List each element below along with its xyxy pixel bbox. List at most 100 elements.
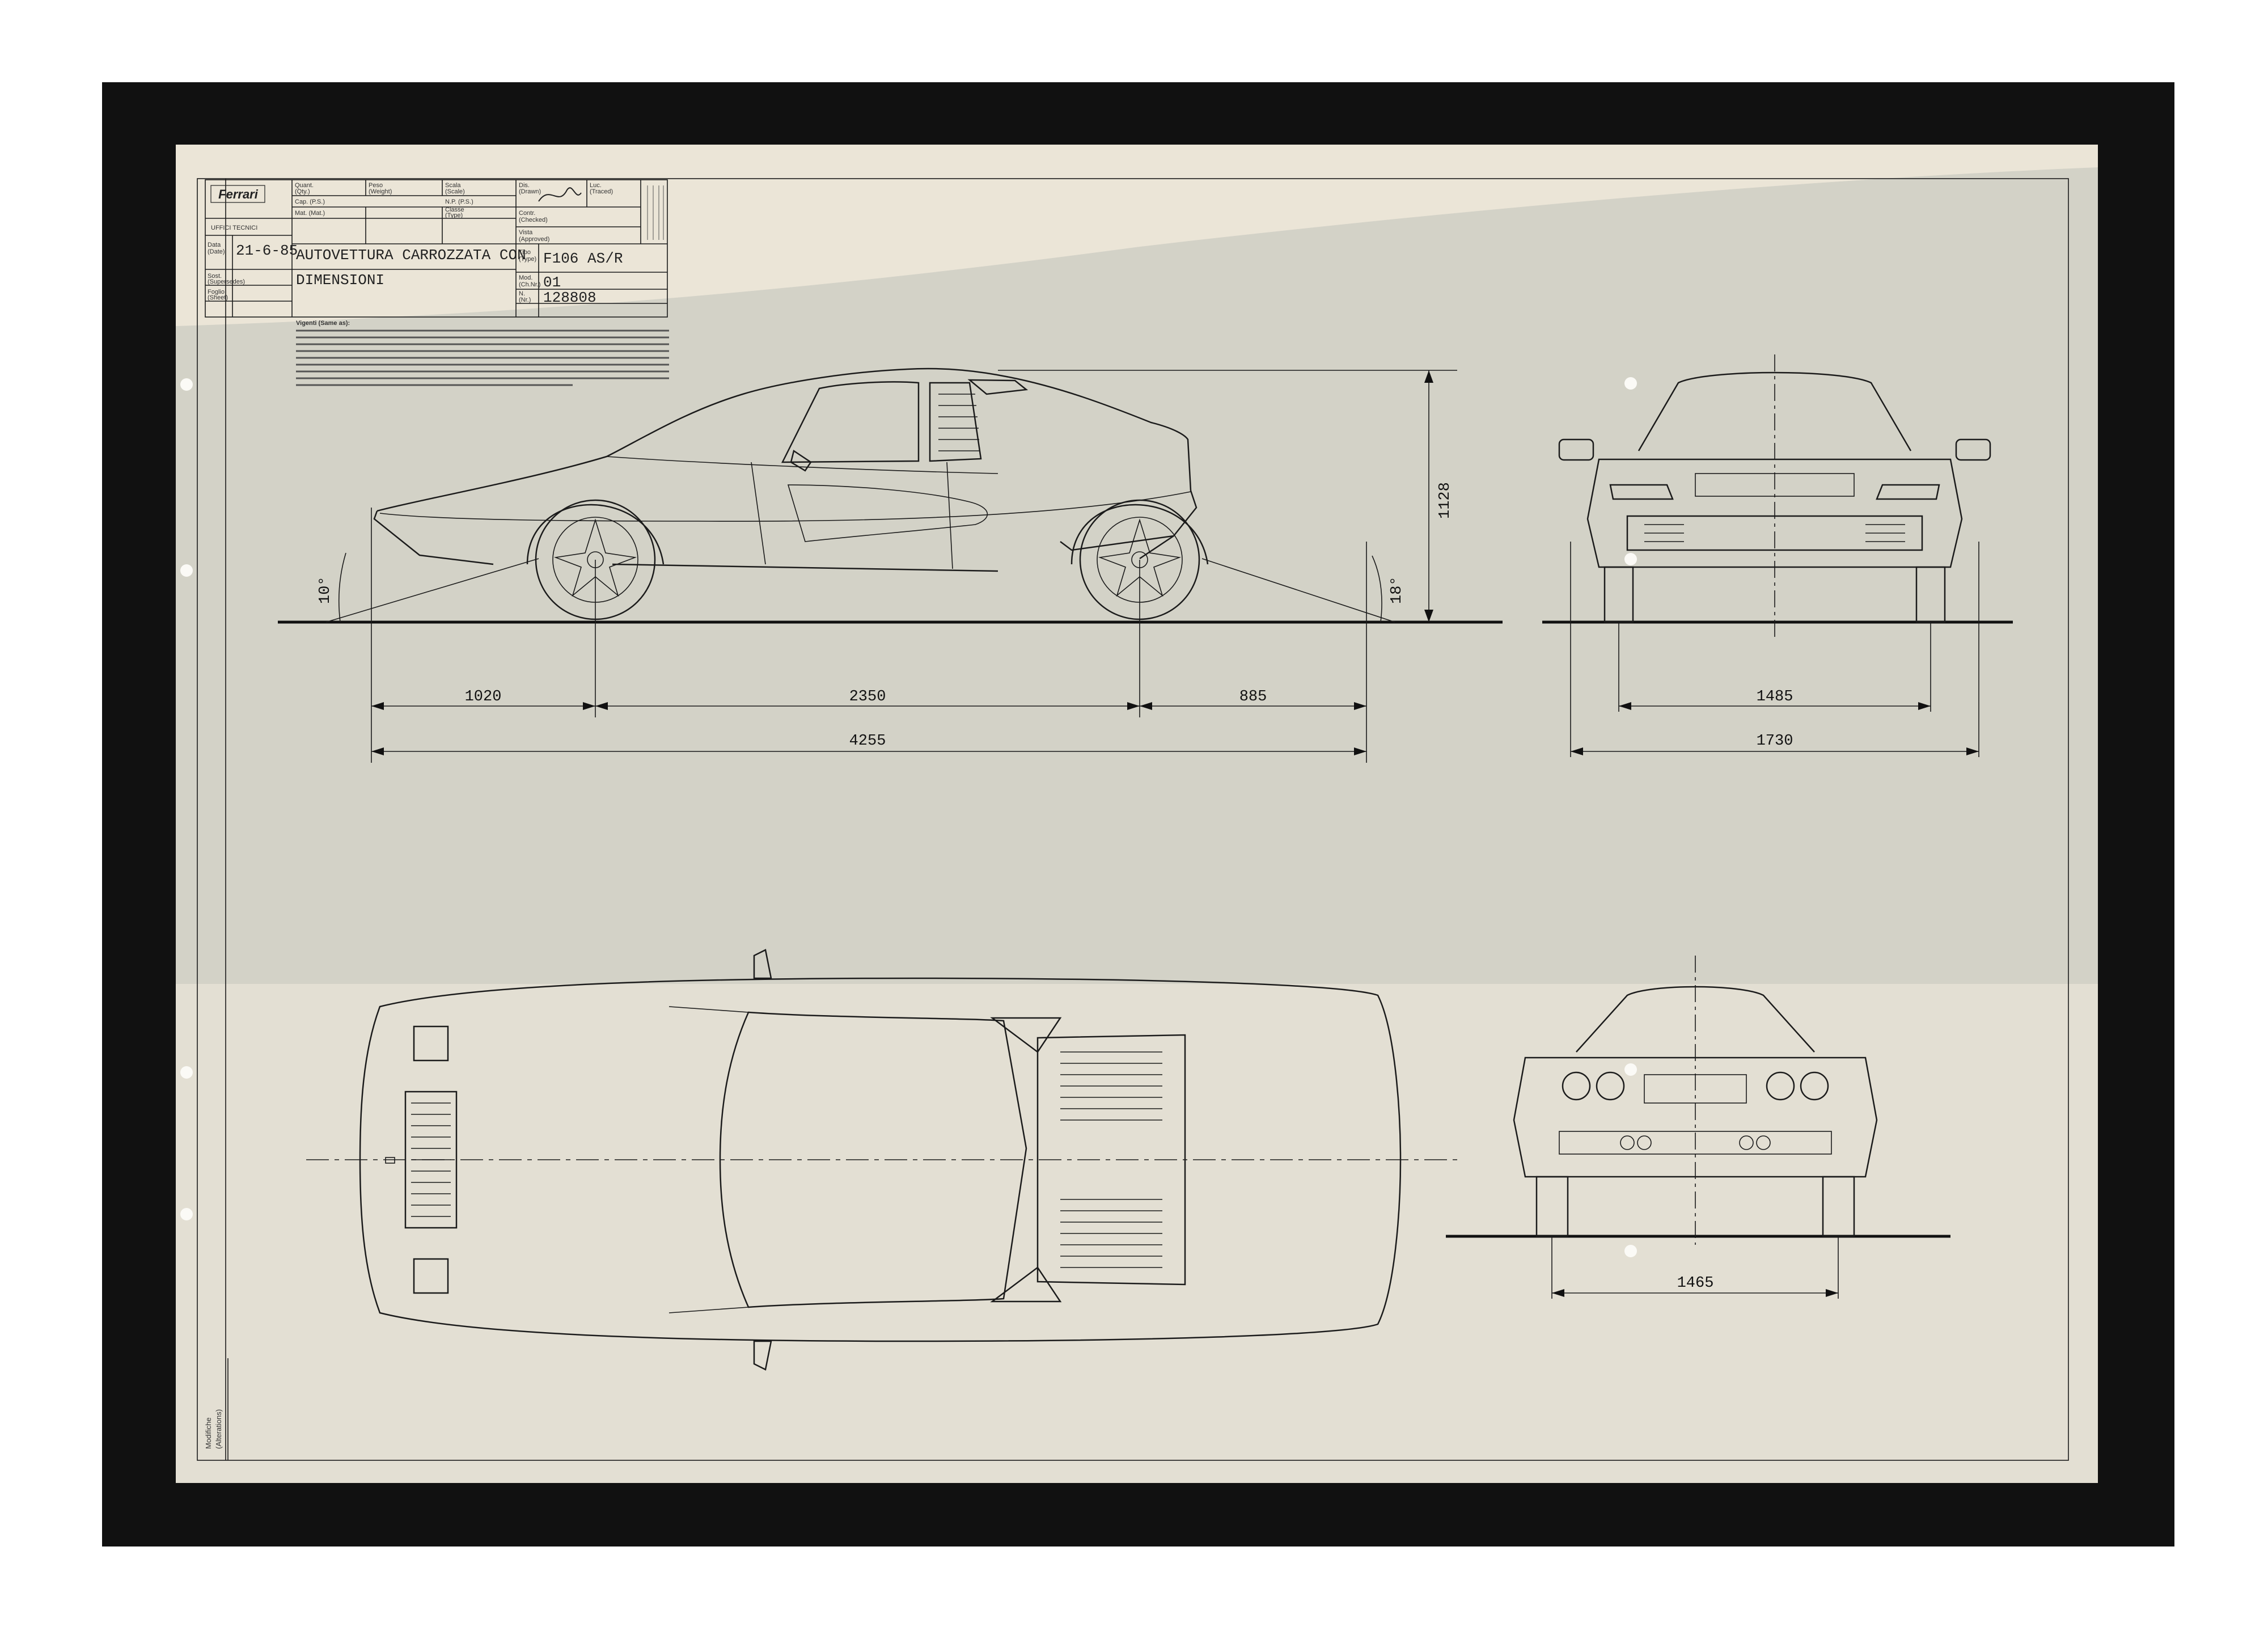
ferrari-logo-box: [210, 185, 265, 203]
front-right-headlight: [1876, 484, 1940, 500]
notes-header: Vigenti (Same as):: [296, 320, 350, 327]
side-louvre: [938, 394, 980, 451]
top-windshield-pillars: [668, 1006, 749, 1313]
rear-bumper: [1559, 1131, 1832, 1155]
rear-right-tire: [1822, 1176, 1855, 1237]
date-label: (Date): [208, 248, 225, 255]
mod-en-label: (Ch.Nr.): [519, 281, 541, 288]
front-overhang-value: 1020: [465, 688, 502, 705]
side-window: [781, 381, 920, 463]
front-right-tire: [1915, 566, 1946, 623]
punch-hole: [180, 1208, 193, 1220]
approach-angle-label: 10°: [317, 576, 334, 604]
rear-left-outer-taillight: [1562, 1071, 1591, 1101]
side-body-outline: [373, 367, 1198, 572]
sheet-border: [197, 178, 2069, 1461]
rear-left-exhaust-1: [1620, 1135, 1635, 1150]
top-cabin-roof: [719, 1011, 1027, 1308]
weight-label: (Weight): [369, 188, 392, 195]
supersedes-label: (Supersedes): [208, 278, 245, 285]
classe-label: Classe: [445, 206, 464, 213]
side-view: 10° 18° 1128 1020 2350 885 4255: [278, 367, 1503, 763]
front-track-value: 1485: [1757, 688, 1793, 705]
rear-overhang-value: 885: [1239, 688, 1267, 705]
departure-angle-label: 18°: [1389, 576, 1406, 604]
blueprint-sheet: Ferrari UFFICI TECNICI Quant. (Qty.) Pes…: [176, 145, 2098, 1483]
front-left-mirror: [1558, 438, 1594, 461]
front-wheel-arch: [526, 504, 665, 565]
fine-print-vertical: [647, 185, 664, 240]
front-hood-vent: [1695, 473, 1855, 497]
title-block: Ferrari UFFICI TECNICI Quant. (Qty.) Pes…: [205, 179, 668, 318]
approach-angle-line: [325, 558, 539, 623]
front-grille-slats: [1644, 524, 1905, 542]
front-right-mirror: [1955, 438, 1991, 461]
rear-right-exhaust-2: [1756, 1135, 1771, 1150]
top-engine-louvres-rear: [1060, 1199, 1162, 1268]
rear-plate-recess: [1644, 1074, 1747, 1104]
punch-hole: [1624, 1245, 1637, 1257]
ferrari-logo: Ferrari: [218, 187, 259, 201]
tipo-en-label: (Type): [519, 256, 536, 263]
side-door-lines: [751, 462, 953, 569]
department-label: UFFICI TECNICI: [211, 225, 257, 231]
wheelbase-value: 2350: [849, 688, 886, 705]
sheet-label: (Sheet): [208, 294, 228, 301]
front-left-headlight: [1609, 484, 1674, 500]
top-hood-vent: [404, 1091, 458, 1229]
type-value: F106 AS/R: [543, 250, 623, 267]
rear-left-tire: [1535, 1176, 1569, 1237]
overall-length-value: 4255: [849, 733, 886, 750]
mod-value: 01: [543, 274, 561, 291]
punch-hole: [1624, 553, 1637, 565]
top-engine-louvres-front: [1060, 1051, 1162, 1121]
front-bumper-grille: [1626, 515, 1923, 551]
overall-width-value: 1730: [1757, 733, 1793, 750]
data-label: Data: [208, 242, 221, 248]
cap-label: Cap. (P.S.): [295, 198, 325, 205]
foglio-label: Foglio: [208, 289, 225, 295]
rear-window: [1576, 986, 1815, 1053]
rear-left-exhaust-2: [1637, 1135, 1652, 1150]
punch-hole: [1624, 1063, 1637, 1076]
front-body: [1586, 458, 1963, 568]
number-value: 128808: [543, 289, 596, 306]
vista-label: Vista: [519, 229, 533, 236]
top-left-side-intake: [990, 1017, 1062, 1053]
top-left-headlight-pod: [413, 1025, 449, 1062]
notes-block: Vigenti (Same as):: [296, 320, 669, 386]
sost-label: Sost.: [208, 273, 222, 280]
rear-track-value: 1465: [1677, 1275, 1714, 1292]
mod-label: Mod.: [519, 274, 532, 281]
quant-label: Quant.: [295, 182, 314, 189]
side-beltline: [379, 491, 1191, 522]
number-en-label: (Nr.): [519, 297, 531, 303]
departure-angle-line: [1201, 558, 1395, 623]
signature: [538, 187, 582, 202]
number-label: N.: [519, 290, 525, 297]
top-left-mirror: [753, 949, 772, 979]
checked-label: (Checked): [519, 217, 548, 223]
punch-hole: [180, 564, 193, 577]
contr-label: Contr.: [519, 210, 535, 217]
front-view: 1485 1730: [1542, 354, 2013, 757]
np-label: N.P. (P.S.): [445, 198, 473, 205]
top-badge: [385, 1157, 395, 1164]
description-line-1: AUTOVETTURA CARROZZATA CON: [296, 247, 526, 264]
front-left-tire: [1603, 566, 1634, 623]
rear-right-exhaust-1: [1739, 1135, 1754, 1150]
punch-hole: [180, 378, 193, 391]
top-view: [306, 949, 1463, 1371]
top-engine-cover: [1036, 1034, 1186, 1286]
technical-drawing: Ferrari UFFICI TECNICI Quant. (Qty.) Pes…: [197, 178, 2069, 1461]
side-roof-spoiler: [967, 379, 1029, 395]
alterations-label: (Alterations): [214, 1409, 223, 1449]
modifiche-label: Modifiche: [204, 1417, 213, 1449]
rear-body: [1513, 1057, 1878, 1178]
top-right-side-intake: [990, 1266, 1062, 1303]
height-value: 1128: [1437, 482, 1454, 519]
peso-label: Peso: [369, 182, 383, 189]
top-hood-vent-slats: [411, 1102, 451, 1217]
top-body-outline: [359, 977, 1402, 1342]
rear-left-inner-taillight: [1596, 1071, 1625, 1101]
